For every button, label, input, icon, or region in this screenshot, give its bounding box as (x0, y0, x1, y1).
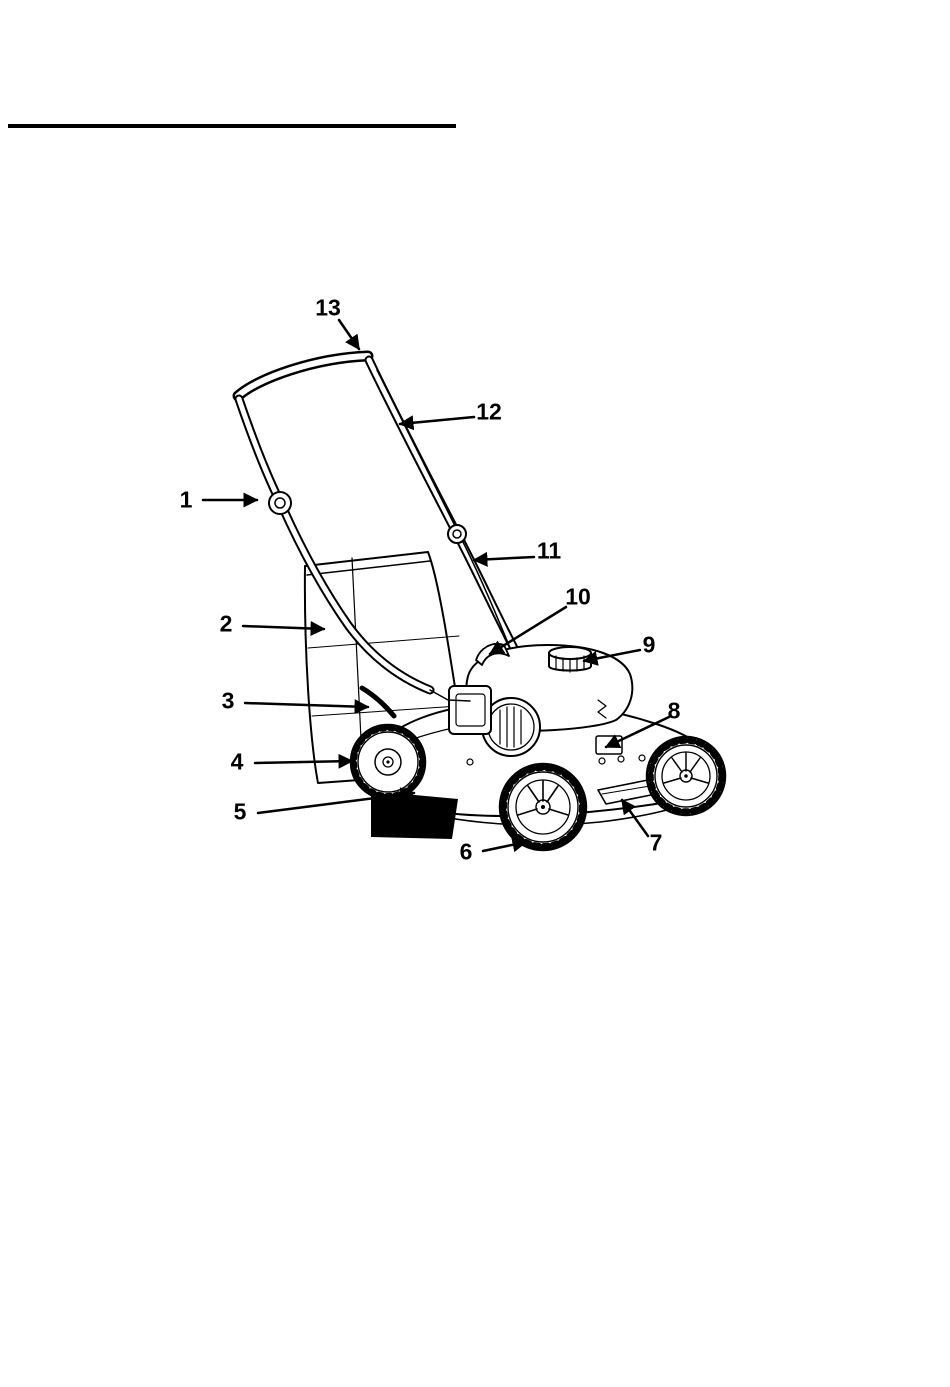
callout-arrow-9 (582, 648, 642, 666)
height-adjust-lever (359, 685, 397, 719)
callout-label-2: 2 (219, 610, 233, 637)
rear-right-wheel (645, 735, 727, 817)
callout-label-3: 3 (221, 687, 235, 714)
callout-label-9: 9 (642, 631, 656, 658)
callout-label-10: 10 (565, 583, 591, 610)
callout-arrow-13 (337, 318, 361, 351)
callout-arrow-2 (241, 621, 326, 636)
callout-arrow-10 (488, 605, 568, 656)
callout-arrow-5 (256, 787, 416, 815)
deck-front-skirt (371, 791, 458, 839)
callout-arrow-3 (243, 699, 370, 715)
callout-label-5: 5 (233, 798, 247, 825)
handle-assembly (232, 350, 521, 695)
callout-arrow-11 (472, 551, 536, 567)
callout-arrows (201, 318, 671, 853)
callout-arrow-6 (481, 837, 528, 853)
callout-label-6: 6 (459, 838, 473, 865)
front-left-wheel (349, 723, 427, 801)
handle-knob (268, 491, 292, 515)
callout-label-1: 1 (179, 486, 193, 513)
callout-label-4: 4 (230, 748, 244, 775)
callout-arrow-12 (398, 415, 476, 431)
engine (429, 643, 634, 765)
front-right-wheel (498, 762, 588, 852)
callout-label-7: 7 (649, 829, 663, 856)
lower-handle-connector (447, 524, 467, 544)
callout-arrow-8 (604, 715, 671, 749)
air-filter-box (448, 685, 492, 735)
callout-label-12: 12 (476, 398, 502, 425)
callout-label-13: 13 (315, 294, 341, 321)
fuel-cap (548, 646, 592, 673)
callout-arrow-7 (620, 798, 650, 838)
heading-rule (8, 124, 456, 128)
callout-label-8: 8 (667, 697, 681, 724)
callout-arrow-4 (253, 753, 354, 769)
callout-label-11: 11 (536, 537, 562, 564)
